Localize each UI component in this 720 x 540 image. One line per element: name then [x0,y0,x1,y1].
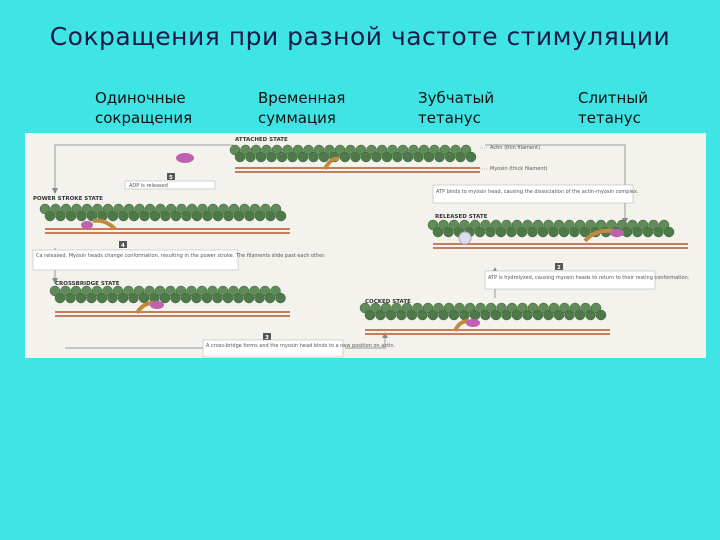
column-label-complete-tetanus: Слитный тетанус [578,88,648,128]
power-stroke-state: POWER STROKE STATE 4 Ca released. Myosin… [33,196,326,270]
adp-molecule [466,319,480,327]
cocked-state: COCKED STATE [360,299,610,335]
myosin-filament [45,228,290,230]
step-note: ATP binds to myosin head, causing the di… [436,189,639,195]
myosin-filament [365,333,610,335]
column-label-single-twitch: Одиночные сокращения [95,88,192,128]
step-note: ATP is hydrolyzed, causing myosin heads … [488,275,690,281]
actin-bead [664,227,674,237]
crossbridge-state: CROSSBRIDGE STATE 3 A cross-bridge forms… [50,281,396,357]
slide-title: Сокращения при разной частоте стимуляции [0,22,720,51]
state-label: RELEASED STATE [435,214,488,220]
actin-bead [596,310,606,320]
column-label-line: Одиночные [95,88,192,108]
column-label-line: суммация [258,108,345,128]
step-number: 4 [121,243,125,249]
myosin-filament [235,167,480,169]
step-note: ADP is released [129,183,168,189]
actin-label: Actin (thin filament) [490,145,540,151]
actin-bead [276,211,286,221]
myosin-filament [433,247,688,249]
actin-filament [360,303,606,320]
column-label-line: тетанус [578,108,648,128]
column-label-line: тетанус [418,108,494,128]
adp-molecule [150,301,164,309]
actin-filament [40,204,286,221]
step-5: 5 ADP is released [125,153,215,189]
actin-filament [50,286,286,303]
myosin-filament [55,311,290,313]
myosin-head [93,221,115,229]
myosin-filament [433,243,688,245]
adp-molecule [176,153,194,163]
crossbridge-cycle-svg: ATTACHED STATE Actin (thin filament) Myo… [25,133,706,358]
step-number: 2 [557,265,561,271]
myosin-filament [45,232,290,234]
column-label-line: Временная [258,88,345,108]
column-label-incomplete-tetanus: Зубчатый тетанус [418,88,494,128]
actin-bead [276,293,286,303]
myosin-filament [235,171,480,173]
myosin-filament [55,315,290,317]
myosin-filament [365,329,610,331]
column-label-line: сокращения [95,108,192,128]
state-label: POWER STROKE STATE [33,196,103,202]
column-label-line: Слитный [578,88,648,108]
released-state: ATP binds to myosin head, causing the di… [428,185,690,289]
column-label-temporal-summation: Временная суммация [258,88,345,128]
step-number: 5 [169,175,173,181]
actin-filament [230,145,476,162]
myosin-label: Myosin (thick filament) [490,166,547,172]
step-note: Ca released. Myosin heads change conform… [36,253,326,259]
step-note: A cross-bridge forms and the myosin head… [206,343,396,349]
actin-bead [466,152,476,162]
crossbridge-cycle-diagram: ATTACHED STATE Actin (thin filament) Myo… [25,133,706,358]
column-label-line: Зубчатый [418,88,494,108]
attached-state: ATTACHED STATE Actin (thin filament) Myo… [230,137,547,173]
state-label: ATTACHED STATE [235,137,288,143]
atp-molecule [610,229,624,237]
myosin-head [459,232,471,244]
phosphate-molecule [81,221,93,229]
